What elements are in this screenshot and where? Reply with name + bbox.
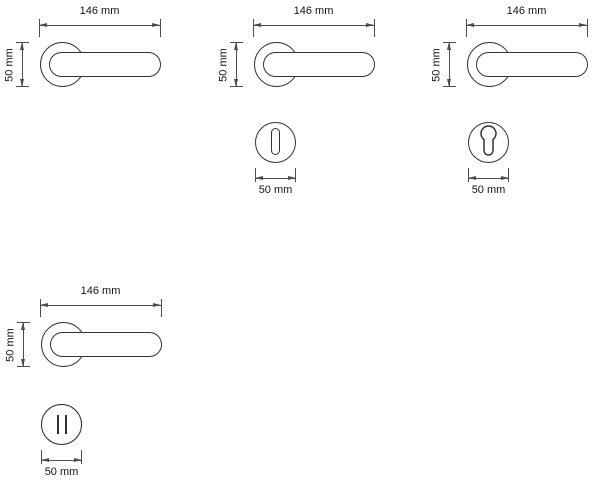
- height-dim-line: [22, 42, 23, 87]
- extension-line: [39, 19, 40, 37]
- drawing-handle-keyhole: 146 mm 50 mm 50 mm: [214, 0, 394, 210]
- arrow-up-icon: [21, 322, 25, 330]
- thumbturn-knob-edge: [57, 415, 59, 434]
- extension-line: [161, 299, 162, 317]
- extension-line: [81, 450, 82, 464]
- extension-line: [253, 19, 254, 37]
- drawing-handle-cylinder: 146 mm 50 mm 50 mm: [427, 0, 602, 210]
- diameter-dim-label: 50 mm: [471, 184, 506, 196]
- lever-outline: [50, 332, 162, 357]
- extension-line: [230, 86, 243, 87]
- cylinder-escutcheon: 50 mm: [458, 120, 519, 200]
- height-dim-label: 50 mm: [217, 48, 230, 82]
- extension-line: [16, 86, 29, 87]
- extension-line: [295, 168, 296, 182]
- extension-line: [16, 42, 29, 43]
- thumbturn-inner-circle: [41, 404, 82, 445]
- extension-line: [374, 19, 375, 37]
- width-dim-line: [39, 25, 160, 26]
- arrow-left-icon: [39, 23, 47, 27]
- extension-line: [17, 366, 30, 367]
- arrow-left-icon: [466, 23, 474, 27]
- width-dim-line: [253, 25, 374, 26]
- diameter-dim-line: [41, 460, 82, 461]
- height-dim-label: 50 mm: [430, 48, 443, 82]
- drawing-handle-turn: 146 mm 50 mm 50 mm: [1, 280, 181, 490]
- extension-line: [468, 168, 469, 182]
- diameter-dim-label: 50 mm: [258, 184, 293, 196]
- width-dim-label: 146 mm: [506, 5, 547, 17]
- extension-line: [41, 450, 42, 464]
- extension-line: [508, 168, 509, 182]
- arrow-right-icon: [366, 23, 374, 27]
- arrow-right-icon: [74, 458, 82, 462]
- euro-cylinder-hole: [480, 125, 497, 156]
- extension-line: [17, 322, 30, 323]
- keyhole-escutcheon: 50 mm: [245, 120, 306, 200]
- diameter-dim-label: 50 mm: [44, 466, 79, 478]
- width-dim-line: [466, 25, 587, 26]
- width-dim-label: 146 mm: [79, 5, 120, 17]
- diameter-dim-line: [255, 178, 296, 179]
- diameter-dim-line: [468, 178, 509, 179]
- arrow-right-icon: [152, 23, 160, 27]
- arrow-right-icon: [501, 176, 509, 180]
- lever-outline: [263, 52, 375, 77]
- width-dim-label: 146 mm: [80, 285, 121, 297]
- arrow-right-icon: [579, 23, 587, 27]
- arrow-up-icon: [20, 42, 24, 50]
- lever-outline: [49, 52, 161, 77]
- arrow-left-icon: [468, 176, 476, 180]
- arrow-left-icon: [253, 23, 261, 27]
- arrow-left-icon: [41, 458, 49, 462]
- extension-line: [587, 19, 588, 37]
- extension-line: [40, 299, 41, 317]
- extension-line: [466, 19, 467, 37]
- arrow-down-icon: [21, 359, 25, 367]
- arrow-up-icon: [447, 42, 451, 50]
- height-dim-label: 50 mm: [3, 48, 16, 82]
- extension-line: [230, 42, 243, 43]
- arrow-down-icon: [20, 79, 24, 87]
- height-dim-line: [23, 322, 24, 367]
- arrow-down-icon: [447, 79, 451, 87]
- arrow-left-icon: [40, 303, 48, 307]
- thumbturn-knob-edge: [65, 415, 67, 434]
- extension-line: [443, 86, 456, 87]
- extension-line: [255, 168, 256, 182]
- height-dim-line: [236, 42, 237, 87]
- arrow-up-icon: [234, 42, 238, 50]
- drawing-handle-plain: 146 mm 50 mm: [0, 0, 180, 210]
- keyhole-slot: [271, 128, 280, 155]
- thumbturn-escutcheon: 50 mm: [31, 402, 92, 482]
- extension-line: [160, 19, 161, 37]
- arrow-right-icon: [153, 303, 161, 307]
- arrow-right-icon: [288, 176, 296, 180]
- height-dim-line: [449, 42, 450, 87]
- extension-line: [443, 42, 456, 43]
- arrow-left-icon: [255, 176, 263, 180]
- lever-outline: [476, 52, 588, 77]
- width-dim-label: 146 mm: [293, 5, 334, 17]
- width-dim-line: [40, 305, 161, 306]
- height-dim-label: 50 mm: [4, 328, 17, 362]
- arrow-down-icon: [234, 79, 238, 87]
